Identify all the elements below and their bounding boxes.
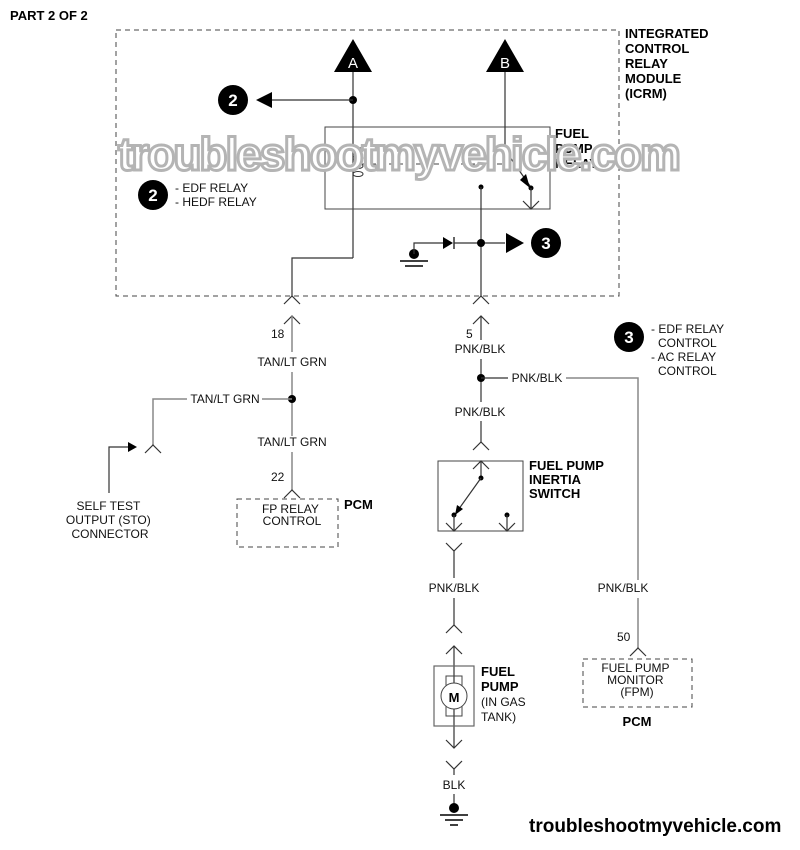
- wire-label: PNK/BLK: [598, 581, 649, 595]
- svg-text:- EDF RELAY CONTROL: - EDF RELAY CONTROL - AC RELAY CONTROL: [651, 322, 727, 378]
- wire-pnk-blk-fpm: [566, 377, 639, 580]
- diode-wire: [413, 242, 443, 254]
- wire-label: BLK: [443, 778, 466, 792]
- connector-icon: [283, 295, 301, 305]
- pcm-label: PCM: [344, 497, 373, 512]
- wire-label: PNK/BLK: [429, 581, 480, 595]
- wire-label: TAN/LT GRN: [257, 435, 326, 449]
- legend-3: 3 - EDF RELAY CONTROL - AC RELAY CONTROL: [614, 322, 727, 378]
- pin-22: 22: [271, 470, 285, 484]
- ref-3-badge: 3: [531, 228, 561, 258]
- svg-text:A: A: [348, 55, 358, 72]
- svg-text:2: 2: [148, 186, 157, 205]
- pcm-fp-relay-control-box: [236, 498, 339, 548]
- connector-icon: [472, 295, 490, 305]
- pcm-fp-relay-control-label: FP RELAY CONTROL: [262, 502, 322, 528]
- fuel-pump-label: FUEL PUMP: [481, 664, 519, 694]
- connector-icon: [629, 647, 647, 657]
- connector-icon: [283, 489, 301, 499]
- wire-tan-ltgrn: [152, 398, 187, 445]
- pcm-fpm-label: FUEL PUMP MONITOR (FPM): [601, 661, 672, 699]
- wire-label: PNK/BLK: [512, 371, 563, 385]
- fuel-pump-relay-label: FUEL PUMP RELAY: [555, 126, 598, 171]
- wire-a-to-pin18: [291, 257, 353, 296]
- wire-label: PNK/BLK: [455, 405, 506, 419]
- arrow-head-icon: [520, 174, 530, 188]
- watermark: troubleshootmyvehicle.com: [118, 128, 679, 180]
- footer-site: troubleshootmyvehicle.com: [529, 816, 781, 837]
- connector-icon: [144, 444, 162, 454]
- connector-icon: [445, 542, 463, 552]
- connector-a-triangle: A: [334, 39, 372, 72]
- part-label: PART 2 OF 2: [10, 8, 88, 23]
- ground-dot: [449, 803, 459, 813]
- arrow-left-icon: [256, 92, 272, 108]
- wire-label: PNK/BLK: [455, 342, 506, 356]
- svg-text:3: 3: [624, 328, 633, 347]
- motor-icon: [440, 682, 468, 710]
- wire-label: TAN/LT GRN: [257, 355, 326, 369]
- diode-icon: [443, 237, 453, 249]
- connector-icon: [445, 624, 463, 634]
- ground-icon: [400, 260, 428, 267]
- splice-relay: [477, 239, 485, 247]
- sto-lead: [108, 446, 128, 493]
- wire-label: TAN/LT GRN: [190, 392, 259, 406]
- pcm-label: PCM: [623, 714, 652, 729]
- icrm-boundary: [115, 29, 620, 297]
- svg-text:B: B: [500, 55, 510, 72]
- arrow-right-icon: [128, 442, 137, 452]
- svg-text:3: 3: [541, 234, 550, 253]
- relay-coil-icon: [352, 147, 364, 177]
- connector-icon: [445, 739, 463, 749]
- arrow-head-icon: [455, 505, 463, 515]
- relay-terminal-icon: [522, 200, 540, 210]
- ref-2-badge: 2: [218, 85, 248, 115]
- svg-text:2: 2: [228, 91, 237, 110]
- sto-connector-label: SELF TEST OUTPUT (STO) CONNECTOR: [66, 499, 154, 541]
- pcm-fpm-box: [582, 658, 693, 708]
- fuel-pump-relay-box: [324, 126, 551, 210]
- connector-icon: [445, 522, 463, 532]
- icrm-title: INTEGRATED CONTROL RELAY MODULE (ICRM): [625, 26, 712, 101]
- arrow-right-icon: [506, 233, 524, 253]
- connector-b-triangle: B: [486, 39, 524, 72]
- fuel-pump-location: (IN GAS TANK): [481, 695, 529, 724]
- pin-50: 50: [617, 630, 631, 644]
- motor-letter: M: [449, 690, 460, 705]
- inertia-switch-label: FUEL PUMP INERTIA SWITCH: [529, 458, 607, 501]
- connector-icon: [498, 522, 516, 532]
- pin-18: 18: [271, 327, 285, 341]
- legend-2: 2 - EDF RELAY - HEDF RELAY: [138, 180, 257, 210]
- connector-icon: [472, 441, 490, 451]
- svg-text:- EDF RELAY - HEDF RELAY: - EDF RELAY - HEDF RELAY: [175, 181, 257, 209]
- connector-icon: [445, 760, 463, 770]
- fuel-pump-box: [433, 665, 475, 727]
- pin-5: 5: [466, 327, 473, 341]
- ground-icon: [440, 814, 468, 826]
